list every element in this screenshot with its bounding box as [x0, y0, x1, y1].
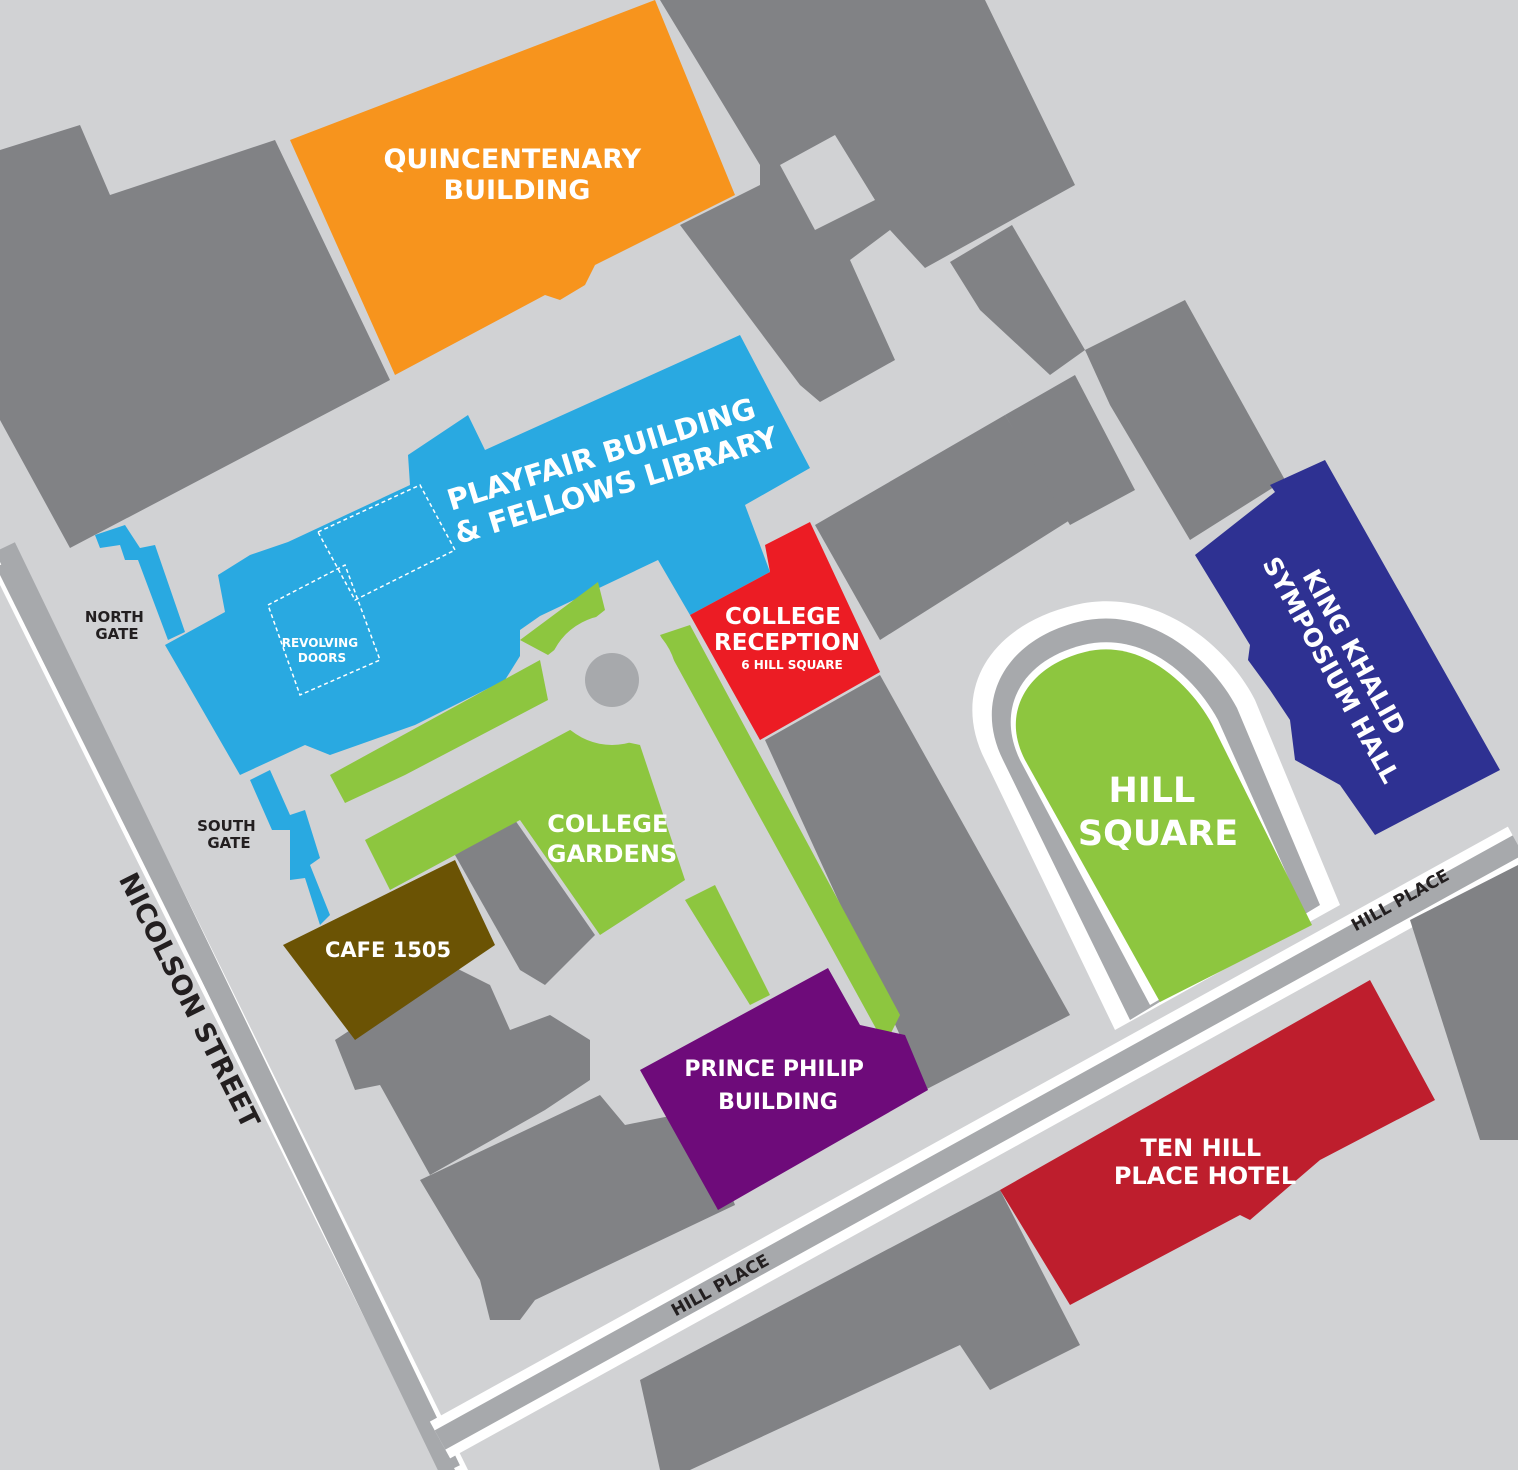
building-southeast — [1410, 865, 1518, 1140]
college-gardens — [330, 582, 900, 1045]
hill-square-label-line1: HILL — [1108, 771, 1195, 811]
hill-square-label-line2: SQUARE — [1078, 814, 1238, 854]
building-east-block — [815, 415, 1070, 640]
cafe-1505-building[interactable] — [283, 860, 495, 1040]
nicolson-street-edge — [0, 542, 460, 1470]
hill-square-green[interactable] — [1015, 649, 1312, 1002]
library-dashed-outline — [316, 484, 457, 601]
south-gate-label: SOUTH GATE — [197, 817, 261, 852]
building-northeast-2 — [1085, 300, 1285, 540]
college-reception-label-line1: COLLEGE — [725, 604, 841, 630]
building-south-bottom — [640, 1190, 1080, 1470]
college-gardens-label-line1: COLLEGE — [547, 810, 668, 838]
hill-square-label: HILL SQUARE — [1078, 771, 1238, 854]
revolving-doors-label: REVOLVING DOORS — [282, 636, 363, 665]
south-gate-walkway[interactable] — [250, 770, 330, 925]
quincentenary-label-line2: BUILDING — [444, 175, 591, 206]
revolving-doors-label-line2: DOORS — [298, 651, 346, 665]
ten-hill-place-label: TEN HILL PLACE HOTEL — [1114, 1134, 1296, 1190]
college-gardens-label: COLLEGE GARDENS — [547, 810, 677, 868]
south-gate-label-line1: SOUTH — [197, 817, 256, 835]
prince-philip-label: PRINCE PHILIP BUILDING — [684, 1057, 871, 1115]
quincentenary-label: QUINCENTENARY BUILDING — [383, 144, 650, 206]
cafe-1505-label: CAFE 1505 — [325, 938, 451, 962]
north-gate-label-line1: NORTH — [85, 608, 144, 626]
north-gate-label-line2: GATE — [95, 625, 138, 643]
garden-east-strip — [660, 625, 900, 1045]
building-gardens-annex — [455, 820, 595, 985]
garden-northwest — [330, 660, 548, 803]
garden-south-strip — [685, 885, 770, 1005]
north-gate-walkway[interactable] — [95, 525, 185, 640]
quincentenary-label-line1: QUINCENTENARY — [383, 144, 641, 175]
quincentenary-building[interactable] — [290, 0, 735, 375]
college-reception-label: COLLEGE RECEPTION — [714, 604, 860, 656]
prince-philip-label-line2: BUILDING — [718, 1090, 838, 1115]
college-reception-label-line2: RECEPTION — [714, 630, 860, 656]
revolving-doors-label-line1: REVOLVING — [282, 636, 358, 650]
building-courtyard — [780, 135, 875, 230]
playfair-building[interactable] — [165, 335, 810, 775]
hill-place-road-core — [434, 835, 1518, 1450]
building-east-block-2 — [1005, 375, 1135, 525]
king-khalid-symposium-hall[interactable] — [1195, 460, 1500, 835]
roundabout-center — [585, 653, 639, 707]
building-south — [420, 1095, 735, 1320]
garden-north-strip — [520, 582, 605, 655]
ten-hill-place-label-line2: PLACE HOTEL — [1114, 1162, 1296, 1190]
building-northwest — [0, 125, 390, 548]
ten-hill-place-label-line1: TEN HILL — [1140, 1134, 1261, 1162]
building-south-west — [335, 965, 590, 1175]
ten-hill-place-hotel[interactable] — [1000, 980, 1435, 1305]
prince-philip-label-line1: PRINCE PHILIP — [684, 1057, 864, 1082]
revolving-doors-outline — [267, 563, 381, 697]
south-gate-label-line2: GATE — [207, 834, 250, 852]
prince-philip-building[interactable] — [640, 968, 928, 1210]
north-gate-label: NORTH GATE — [85, 608, 149, 643]
college-gardens-label-line2: GARDENS — [547, 840, 677, 868]
garden-southwest — [365, 730, 685, 935]
college-reception-building[interactable] — [690, 522, 880, 740]
college-reception-address: 6 HILL SQUARE — [741, 658, 842, 672]
building-northeast-1 — [950, 225, 1085, 375]
building-central-east — [765, 675, 1070, 1090]
